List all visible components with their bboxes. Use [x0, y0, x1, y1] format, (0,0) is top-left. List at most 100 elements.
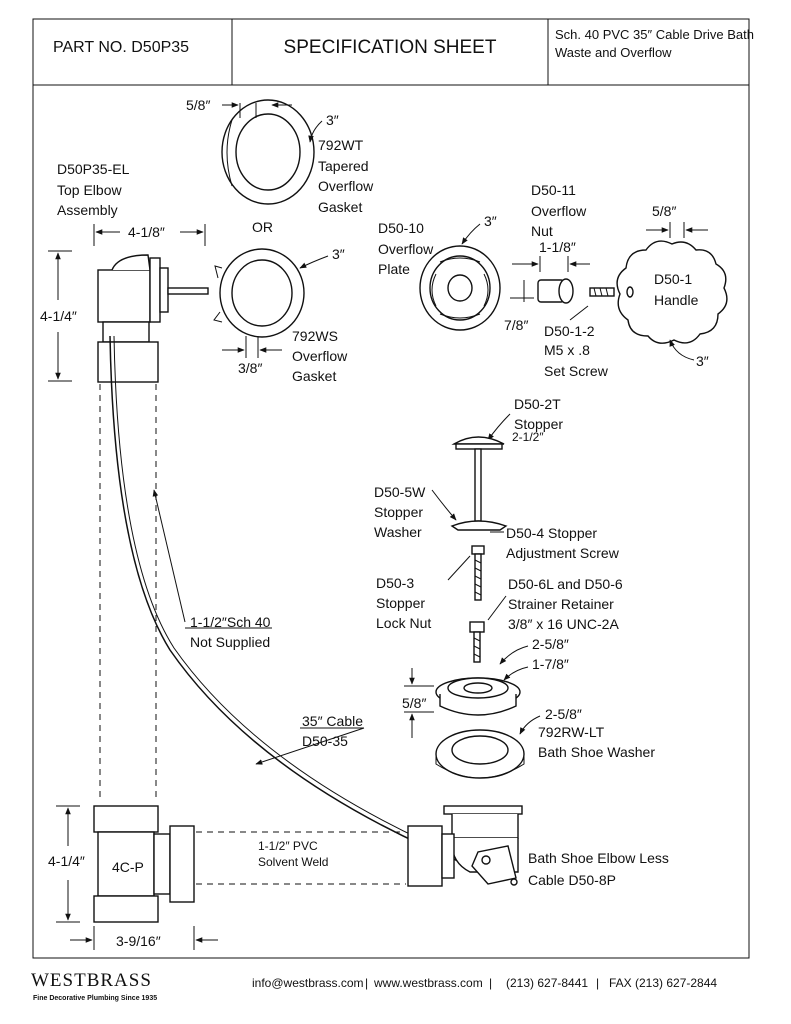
label-ws-overflow: Overflow: [292, 348, 348, 364]
label-792rw: 792RW-LT: [538, 724, 605, 740]
description-line-2: Waste and Overflow: [555, 45, 672, 60]
cable-outline: [113, 335, 473, 863]
label-nut-part: D50-11: [531, 182, 576, 198]
label-tee-height: 4-1/4″: [48, 853, 85, 869]
label-retainer-thread: 3/8″ x 16 UNC-2A: [508, 616, 619, 632]
footer-website[interactable]: www.westbrass.com: [373, 976, 483, 990]
label-792ws: 792WS: [292, 328, 338, 344]
label-tapered-overflow: Overflow: [318, 178, 374, 194]
label-plate-overflow: Overflow: [378, 241, 434, 257]
label-nut: Nut: [531, 223, 553, 239]
label-strainer-inner: 1-7/8″: [532, 656, 569, 672]
label-elbow-width: 4-1/8″: [128, 224, 165, 240]
label-strainer-height: 5/8″: [402, 695, 426, 711]
bath-shoe-washer: [435, 729, 525, 779]
label-handle-part: D50-1: [654, 271, 692, 287]
label-tapered-gasket: Gasket: [318, 199, 362, 215]
label-sw-part: D50-5W: [374, 484, 426, 500]
leader-line: [447, 555, 471, 581]
label-bath-shoe-elbow: Bath Shoe Elbow Less: [528, 850, 669, 866]
tapered-overflow-gasket: [221, 99, 315, 205]
leader-arrow: [503, 666, 529, 681]
label-ws-width: 3/8″: [238, 360, 262, 376]
stopper-washer: [450, 520, 508, 531]
label-tapered-diameter: 3″: [326, 112, 339, 128]
label-pvc: 1-1/2″ PVC: [258, 839, 318, 853]
footer-separator: |: [365, 976, 368, 990]
label-washer-diameter: 2-5/8″: [545, 706, 582, 722]
label-not-supplied: Not Supplied: [190, 634, 270, 650]
stopper: [451, 436, 505, 522]
label-lock-nut: Lock Nut: [376, 615, 431, 631]
leader-arrow: [299, 255, 329, 269]
label-nut-overflow: Overflow: [531, 203, 587, 219]
tee-fitting: [93, 805, 195, 923]
label-nut-width: 1-1/8″: [539, 239, 576, 255]
leader-arrow: [152, 489, 186, 623]
label-cable-part: D50-35: [302, 733, 348, 749]
label-handle-width: 5/8″: [652, 203, 676, 219]
label-elbow-top: Top Elbow: [57, 182, 122, 198]
label-set-screw: Set Screw: [544, 363, 609, 379]
sheet-border: [32, 18, 750, 959]
label-stopper-part: D50-2T: [514, 396, 561, 412]
footer-separator: |: [489, 976, 492, 990]
footer-separator: |: [596, 976, 599, 990]
label-bath-shoe-part: Cable D50-8P: [528, 872, 616, 888]
label-sw-washer: Washer: [374, 524, 422, 540]
label-tapered-width: 5/8″: [186, 97, 210, 113]
footer-fax: FAX (213) 627-2844: [609, 976, 717, 990]
label-handle-diameter: 3″: [696, 353, 709, 369]
label-stopper: Stopper: [514, 416, 563, 432]
footer-phone: (213) 627-8441: [506, 976, 588, 990]
label-screw-thread: M5 x .8: [544, 342, 590, 358]
label-cable-length: 35″ Cable: [302, 713, 363, 729]
label-plate-diameter: 3″: [484, 213, 497, 229]
label-solvent-weld: Solvent Weld: [258, 855, 328, 869]
leader-arrow: [461, 223, 481, 245]
label-nut-height: 7/8″: [504, 317, 528, 333]
leader-arrow: [487, 413, 511, 441]
label-strainer-outer: 2-5/8″: [532, 636, 569, 652]
overflow-nut: [537, 278, 574, 304]
label-tapered: Tapered: [318, 158, 369, 174]
brand-logo: WESTBRASS: [31, 970, 152, 991]
label-elbow-part: D50P35-EL: [57, 161, 130, 177]
leader-arrow: [499, 645, 529, 665]
label-sw-stopper: Stopper: [374, 504, 423, 520]
label-retainer-part: D50-6L and D50-6: [508, 576, 623, 592]
label-ws-gasket: Gasket: [292, 368, 336, 384]
leader-line: [487, 595, 507, 621]
top-elbow-body: [97, 254, 209, 383]
label-lock-part: D50-3: [376, 575, 414, 591]
label-ws-diameter: 3″: [332, 246, 345, 262]
strainer-retainer: [469, 621, 485, 663]
adjustment-screw: [471, 545, 485, 601]
label-elbow-assembly: Assembly: [57, 202, 118, 218]
cable: [109, 335, 471, 867]
leader-line: [569, 305, 589, 321]
overflow-gasket-792ws: [213, 248, 305, 338]
leader-arrow: [255, 727, 365, 765]
part-number: PART NO. D50P35: [53, 39, 189, 56]
label-lock-stopper: Stopper: [376, 595, 425, 611]
leader-arrow: [431, 489, 457, 521]
brand-tagline: Fine Decorative Plumbing Since 1935: [33, 995, 157, 1002]
set-screw: [589, 287, 615, 297]
label-screw-part: D50-1-2: [544, 323, 595, 339]
leader-arrow: [669, 339, 695, 361]
bath-shoe-elbow: [407, 805, 523, 887]
footer-email[interactable]: info@westbrass.com: [252, 976, 364, 990]
label-retainer: Strainer Retainer: [508, 596, 614, 612]
label-tee: 4C-P: [112, 859, 144, 875]
label-792wt: 792WT: [318, 137, 364, 153]
page-title: SPECIFICATION SHEET: [284, 37, 497, 58]
label-or: OR: [252, 219, 273, 235]
strainer: [435, 677, 521, 716]
label-tee-width: 3-9/16″: [116, 933, 161, 949]
label-elbow-height: 4-1/4″: [40, 308, 77, 324]
label-handle: Handle: [654, 292, 699, 308]
label-adjustment-part: D50-4 Stopper: [506, 525, 597, 541]
label-plate-part: D50-10: [378, 220, 424, 236]
